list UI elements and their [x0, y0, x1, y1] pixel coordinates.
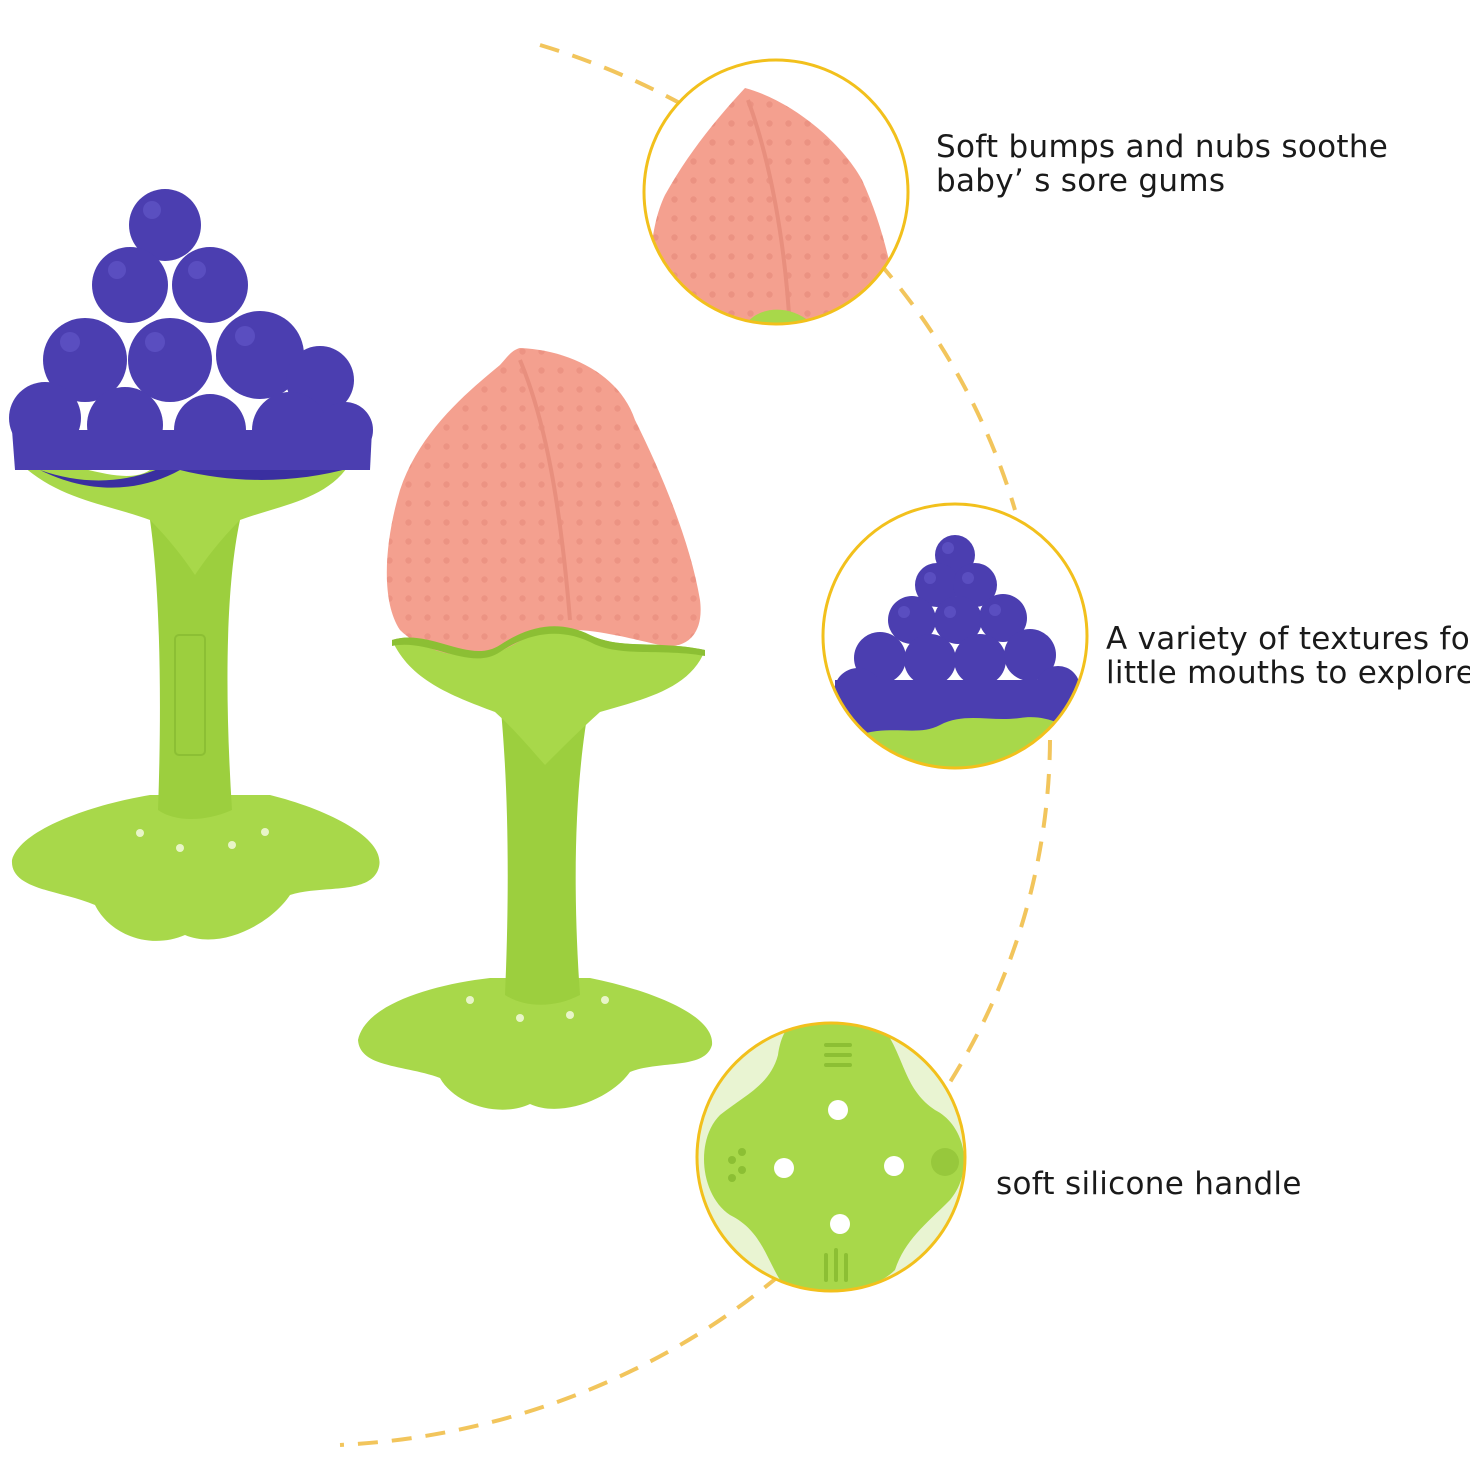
handle-base-closeup-icon: [695, 1021, 967, 1293]
caption-line: soft silicone handle: [996, 1166, 1302, 1202]
peach-teether-leaves: [392, 626, 705, 765]
feature-caption-textures: A variety of textures for little mouths …: [1106, 622, 1470, 690]
peach-teether-base: [358, 978, 713, 1110]
grape-teether: [9, 189, 380, 941]
feature-caption-handle: soft silicone handle: [996, 1167, 1302, 1201]
grape-cluster: [9, 189, 373, 470]
grape-teether-stem: [150, 520, 240, 819]
caption-line: little mouths to explorel: [1106, 655, 1470, 691]
grape-teether-base: [11, 795, 380, 941]
grape-closeup-icon: [821, 502, 1089, 770]
caption-line: baby’ s sore gums: [936, 163, 1226, 199]
caption-line: Soft bumps and nubs soothe: [936, 129, 1389, 165]
peach-fruit: [386, 348, 701, 657]
peach-teether: [358, 348, 713, 1110]
caption-line: A variety of textures for: [1106, 621, 1470, 657]
peach-closeup-icon: [642, 58, 910, 326]
feature-caption-soothing-bumps: Soft bumps and nubs soothe baby’ s sore …: [936, 130, 1388, 198]
peach-teether-stem: [500, 700, 590, 1005]
